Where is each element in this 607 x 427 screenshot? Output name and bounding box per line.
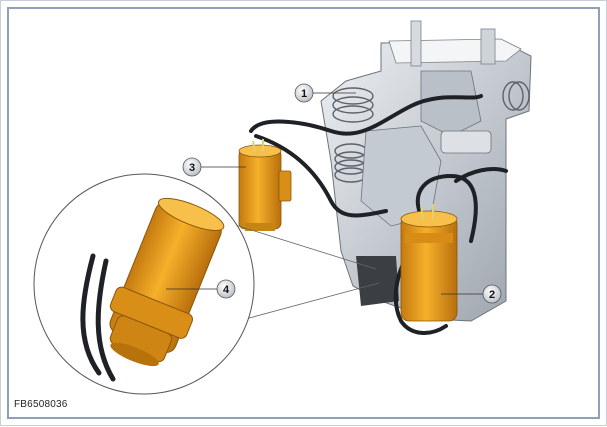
callout-2-label: 2: [489, 289, 495, 301]
sensor-2-cylinder-icon: [400, 204, 458, 322]
callout-4-label: 4: [223, 284, 230, 296]
sensor-3-cylinder-icon: [238, 139, 292, 231]
callout-1-label: 1: [301, 88, 307, 100]
callout-3-label: 3: [189, 162, 195, 174]
callout-1: 1: [294, 83, 356, 103]
callout-2: 2: [441, 284, 502, 304]
cable-icon: [249, 94, 508, 335]
callout-4: 4: [166, 279, 236, 299]
callout-3: 3: [182, 157, 246, 177]
figure-code: FB6508036: [14, 399, 68, 410]
sensor-4-cylinder-icon: [80, 197, 225, 382]
